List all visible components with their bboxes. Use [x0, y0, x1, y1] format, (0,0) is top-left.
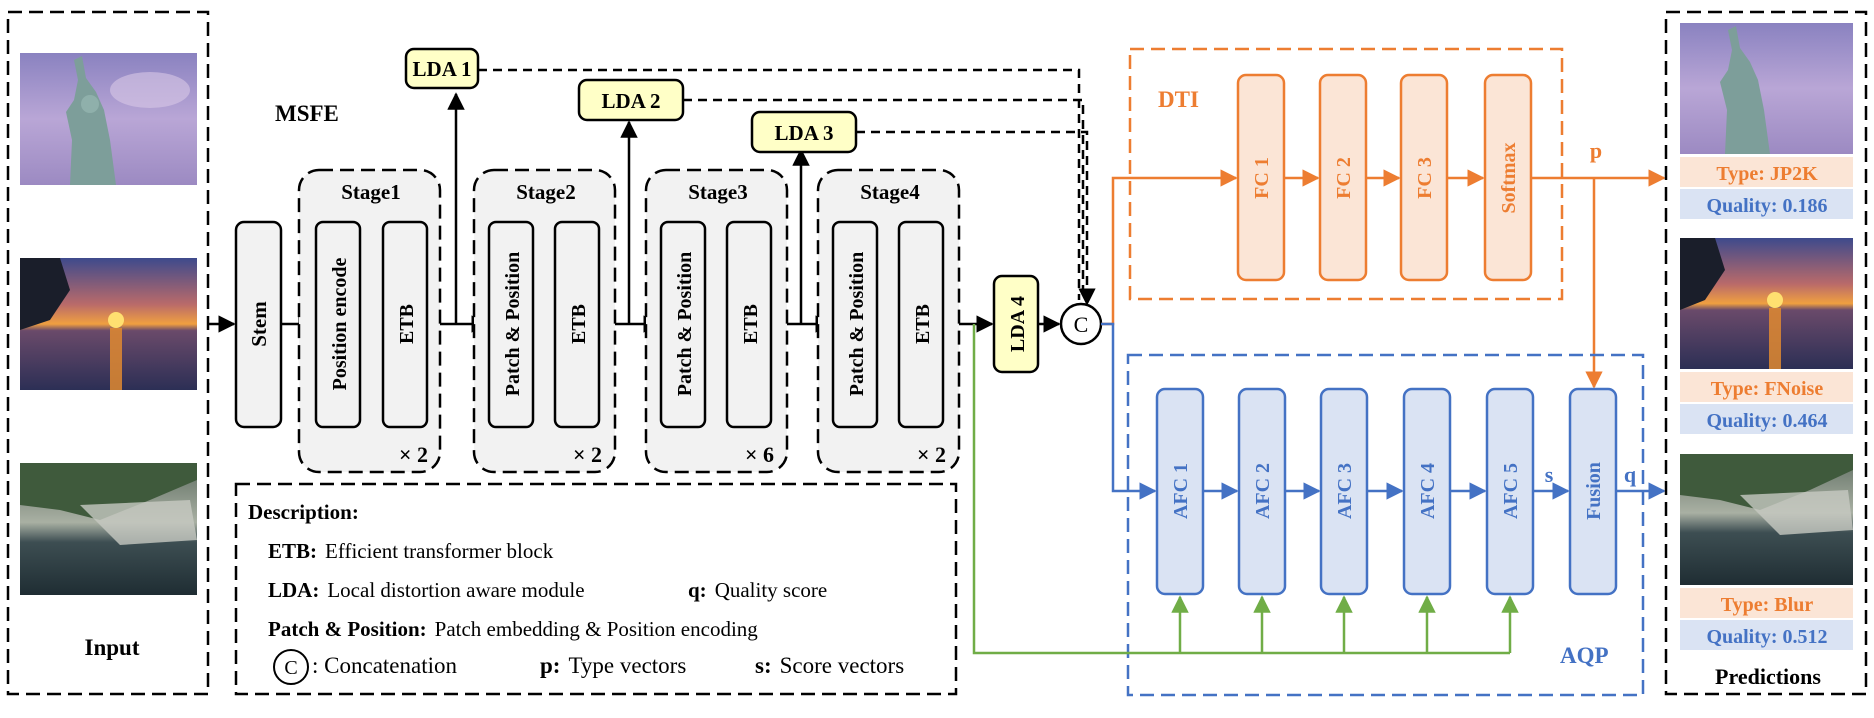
input-image-lake	[20, 463, 197, 595]
aqp-block-label: AFC 3	[1334, 463, 1356, 519]
input-label: Input	[85, 635, 140, 660]
aqp-block-label: AFC 4	[1417, 463, 1439, 519]
predictions-panel: Type: JP2K Quality: 0.186 Type: FNoise Q…	[1664, 10, 1868, 696]
stage-block-label: ETB	[568, 304, 590, 344]
description-patch-position: Patch & Position:Patch embedding & Posit…	[268, 617, 758, 641]
stage-1: Stage1 Position encode ETB × 2	[297, 168, 442, 474]
aqp-block-label: AFC 5	[1500, 463, 1522, 519]
blue-arrows	[1101, 322, 1666, 500]
stage-title: Stage2	[516, 180, 576, 204]
description-box: Description: ETB:Efficient transformer b…	[234, 482, 958, 696]
stage-repeat: × 2	[399, 442, 428, 467]
aqp-block-label: AFC 1	[1170, 463, 1192, 519]
aqp-q-label: q	[1624, 462, 1637, 487]
stage-3: Stage3 Patch & Position ETB × 6	[644, 168, 789, 474]
stage-repeat: × 6	[745, 442, 774, 467]
dti-block-label: Softmax	[1498, 142, 1520, 213]
stage-block-label: ETB	[740, 304, 762, 344]
lda-dashed-connectors	[478, 68, 1096, 306]
prediction-image-lake	[1680, 454, 1853, 585]
description-concat-symbol: C	[273, 649, 309, 685]
stage-block-label: ETB	[912, 304, 934, 344]
prediction-quality: Quality: 0.186	[1706, 195, 1827, 217]
stage-block-label: Patch & Position	[846, 252, 868, 396]
stage-block-label: Patch & Position	[674, 252, 696, 396]
prediction-quality: Quality: 0.512	[1706, 626, 1827, 648]
stage-block-label: Position encode	[329, 257, 351, 390]
fusion-block-label: Fusion	[1583, 462, 1605, 520]
aqp-label: AQP	[1560, 643, 1609, 668]
prediction-type: Type: JP2K	[1716, 163, 1818, 185]
svg-text:LDA 4: LDA 4	[1007, 296, 1029, 352]
svg-text:LDA 2: LDA 2	[602, 89, 661, 113]
dti-module: DTI FC 1 FC 2 FC 3 Softmax p	[1128, 47, 1602, 301]
stage-repeat: × 2	[917, 442, 946, 467]
prediction-image-statue	[1680, 23, 1853, 154]
lda-4-box: LDA 4	[992, 274, 1040, 374]
lda-2-box: LDA 2	[577, 78, 685, 122]
green-arrows	[972, 324, 1519, 655]
input-image-sunset	[20, 258, 197, 390]
stage-repeat: × 2	[573, 442, 602, 467]
prediction-type: Type: FNoise	[1711, 378, 1824, 400]
prediction-type: Type: Blur	[1721, 594, 1814, 616]
stage-2: Stage2 Patch & Position ETB × 2	[472, 168, 617, 474]
lda-3-box: LDA 3	[750, 110, 858, 154]
lda-1-box: LDA 1	[404, 47, 480, 90]
input-panel: Input	[6, 10, 210, 696]
description-etb: ETB:Efficient transformer block	[268, 539, 554, 563]
msfe-label: MSFE	[275, 101, 339, 126]
svg-text:LDA 3: LDA 3	[775, 121, 834, 145]
predictions-label: Predictions	[1715, 664, 1821, 689]
stage-block-label: ETB	[396, 304, 418, 344]
aqp-module: AQP AFC 1 AFC 2 AFC 3 AFC 4 AFC 5 Fusion…	[1126, 353, 1645, 697]
stage-title: Stage3	[688, 180, 748, 204]
description-s: s:Score vectors	[755, 653, 904, 678]
svg-text:Stem: Stem	[247, 301, 271, 347]
stage-title: Stage4	[860, 180, 920, 204]
aqp-block-label: AFC 2	[1252, 463, 1274, 519]
dti-label: DTI	[1158, 87, 1199, 112]
input-image-statue	[20, 53, 197, 185]
description-title: Description:	[248, 500, 359, 524]
description-concat: : Concatenation	[312, 653, 457, 678]
prediction-image-sunset	[1680, 238, 1853, 369]
prediction-quality: Quality: 0.464	[1706, 410, 1827, 432]
description-lda: LDA:Local distortion aware module	[268, 578, 585, 602]
svg-text:C: C	[284, 657, 297, 679]
stage-block-label: Patch & Position	[502, 252, 524, 396]
svg-text:LDA 1: LDA 1	[413, 57, 472, 81]
description-p: p:Type vectors	[540, 653, 686, 678]
dti-output-p: p	[1590, 138, 1602, 163]
concat-node: C	[1059, 302, 1103, 346]
stage-4: Stage4 Patch & Position ETB × 2	[816, 168, 961, 474]
dti-block-label: FC 3	[1414, 157, 1436, 199]
stem-block: Stem	[234, 220, 283, 429]
dti-block-label: FC 1	[1251, 157, 1273, 199]
dti-block-label: FC 2	[1333, 157, 1355, 199]
description-q: q:Quality score	[688, 578, 827, 602]
aqp-s-label: s	[1545, 462, 1554, 487]
stage-title: Stage1	[341, 180, 401, 204]
svg-text:C: C	[1074, 312, 1089, 337]
